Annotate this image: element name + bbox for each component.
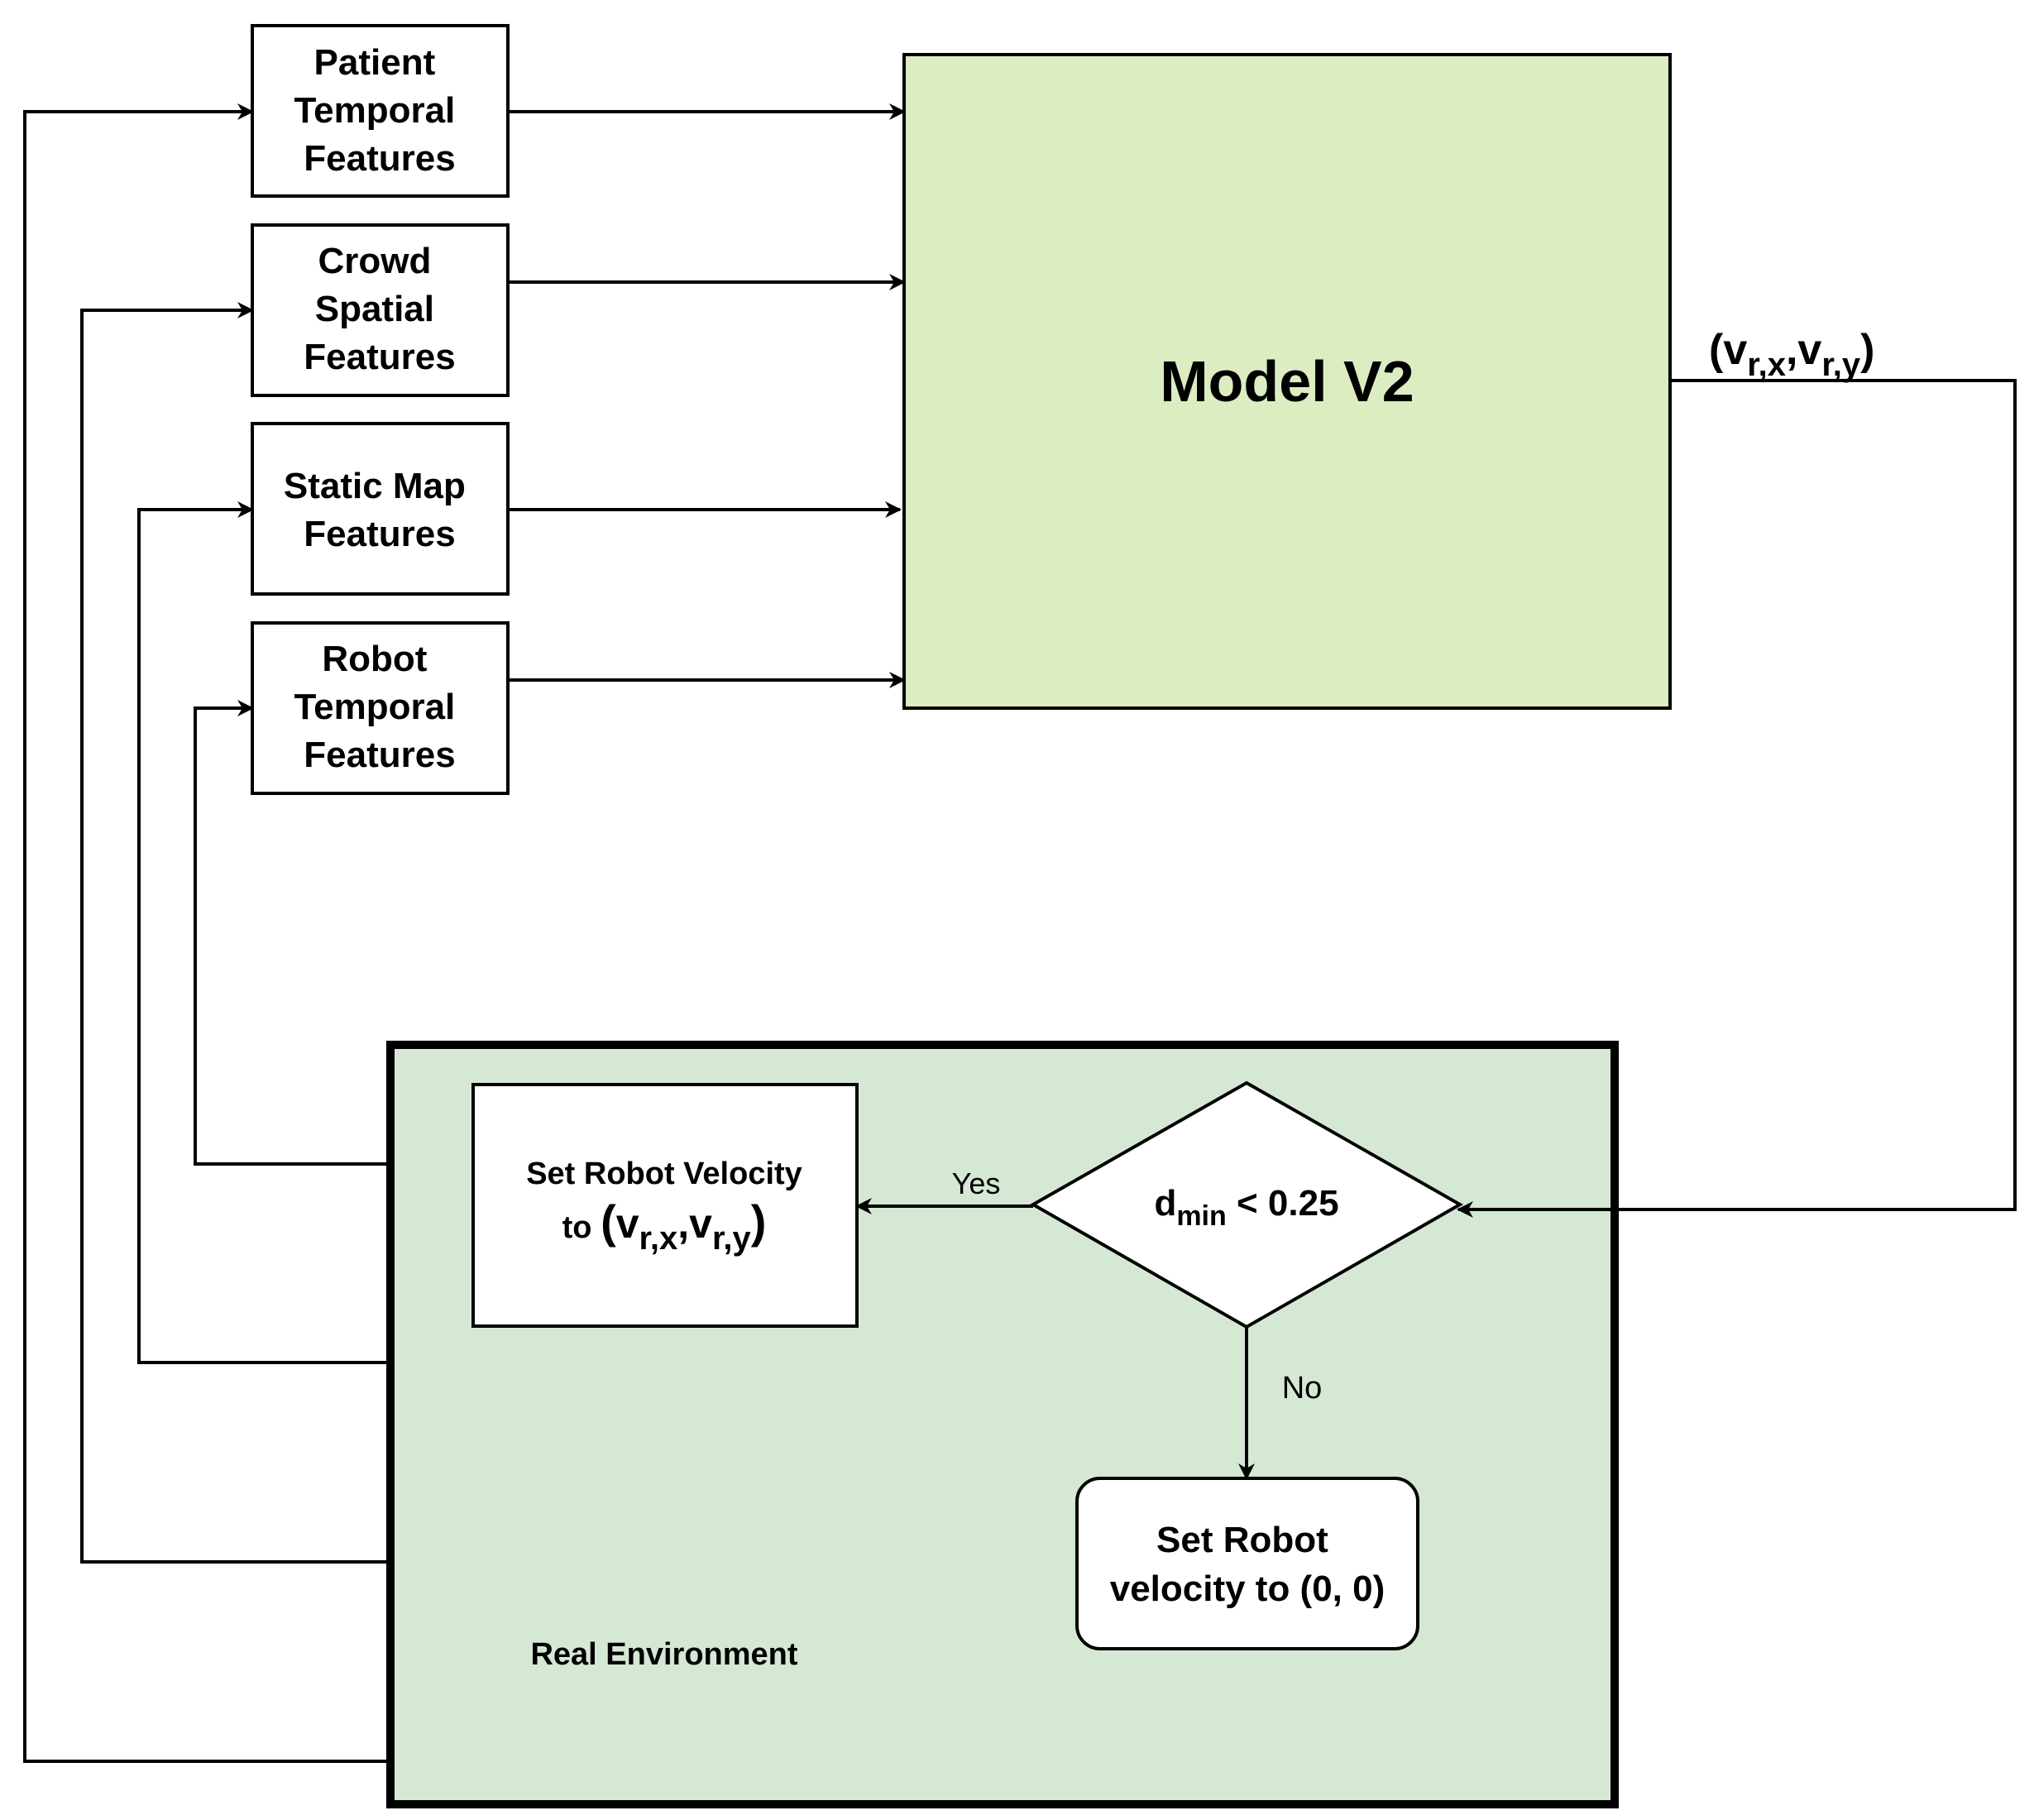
svg-text:Static Map Features: Static Map Features xyxy=(284,466,476,554)
crowd-line-3: Features xyxy=(304,337,455,377)
robot-temporal-features-box: Robot Temporal Features xyxy=(251,621,510,795)
static-map-line-1: Static Map xyxy=(284,466,466,506)
robot-line-2: Temporal xyxy=(294,687,455,727)
model-box xyxy=(902,53,1672,710)
set-zero-line-2: velocity to (0, 0) xyxy=(1110,1569,1386,1609)
arrow-model-to-decision xyxy=(1457,379,2017,1218)
svg-text:Patient Temporal F: Patient Temporal Features xyxy=(294,42,465,179)
set-zero-line-1: Set Robot xyxy=(1156,1520,1328,1560)
crowd-spatial-features-box: Crowd Spatial Features xyxy=(251,223,510,397)
crowd-line-1: Crowd xyxy=(318,241,431,281)
set-robot-velocity-box: Set Robot Velocity to (vr,x,vr,y) xyxy=(471,1083,859,1328)
patient-line-2: Temporal xyxy=(294,90,455,131)
set-velocity-line-1: Set Robot Velocity xyxy=(526,1157,802,1191)
static-map-features-box: Static Map Features xyxy=(251,422,510,596)
feedback-to-crowd-features xyxy=(80,302,387,1564)
model-output-label: (vr,x,vr,y) xyxy=(1709,326,1874,383)
patient-line-1: Patient xyxy=(314,42,436,83)
robot-line-1: Robot xyxy=(322,639,427,679)
decision-label: dmin < 0.25 xyxy=(1154,1183,1338,1232)
set-velocity-line-2: to (vr,x,vr,y) xyxy=(562,1195,767,1257)
patient-temporal-features-box: Patient Temporal Features xyxy=(251,24,510,198)
model-label: Model V2 xyxy=(1160,349,1414,414)
svg-text:Crowd Spatial Feat: Crowd Spatial Features xyxy=(304,241,455,377)
patient-line-3: Features xyxy=(304,138,455,179)
yes-label: Yes xyxy=(952,1166,1001,1200)
crowd-line-2: Spatial xyxy=(315,289,434,329)
feedback-to-robot-features xyxy=(194,700,387,1166)
feedback-to-patient-features xyxy=(23,103,387,1763)
real-environment-label: Real Environment xyxy=(530,1637,797,1672)
no-label: No xyxy=(1282,1371,1323,1406)
feedback-to-static-map-features xyxy=(137,501,387,1364)
svg-text:Robot Temporal Fea: Robot Temporal Features xyxy=(294,639,465,775)
svg-text:Set Robot velocity to (0: Set Robot velocity to (0, 0) xyxy=(1110,1520,1386,1609)
static-map-line-2: Features xyxy=(304,514,455,554)
robot-line-3: Features xyxy=(304,735,455,775)
set-robot-zero-velocity-box: Set Robot velocity to (0, 0) xyxy=(1075,1477,1419,1650)
